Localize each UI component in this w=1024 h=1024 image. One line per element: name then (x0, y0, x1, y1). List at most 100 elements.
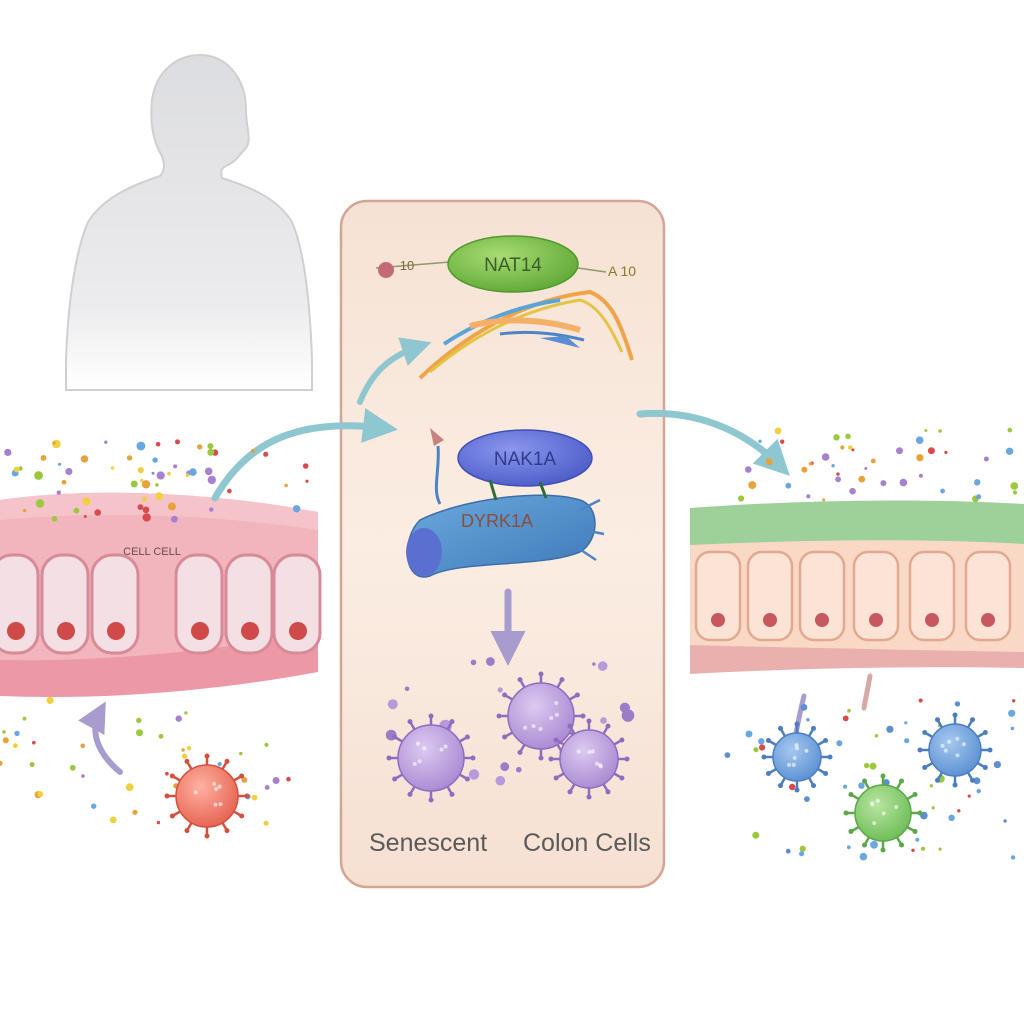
arrow-to-nat-complex (357, 337, 432, 405)
particle (263, 451, 269, 457)
particle (137, 504, 144, 510)
particle (56, 490, 61, 495)
particle (918, 698, 923, 703)
particle (156, 471, 165, 480)
nat14-label: NAT14 (484, 255, 542, 276)
particle (1003, 819, 1007, 823)
dyrk-complex (406, 428, 605, 578)
tissue-cell (908, 550, 956, 642)
particle (724, 752, 731, 758)
tissue-cell (90, 553, 140, 655)
particle (821, 453, 830, 461)
arrow-right-tissue-down-2 (861, 673, 873, 711)
particle (1005, 447, 1014, 455)
particle (799, 845, 806, 852)
particle (305, 479, 309, 483)
dyrk1a-label: DYRK1A (461, 511, 533, 531)
particle (486, 657, 495, 666)
particle (799, 851, 805, 857)
particle (1012, 699, 1016, 703)
particle (32, 740, 36, 745)
particle (387, 699, 398, 710)
particle (35, 499, 45, 508)
particle (758, 738, 765, 745)
particle (142, 513, 151, 522)
particle (765, 458, 773, 466)
particle (207, 448, 215, 456)
particle (921, 846, 926, 851)
healthy-colon-tissue (690, 500, 1024, 674)
particle (23, 508, 27, 513)
human-silhouette-icon (65, 53, 313, 391)
particle (156, 820, 161, 825)
particle (136, 717, 142, 724)
particle (745, 466, 752, 473)
particle (130, 480, 138, 488)
particle (954, 701, 961, 707)
virus-icon (386, 713, 476, 803)
particle (864, 467, 868, 470)
particle (785, 482, 792, 489)
particle (167, 502, 176, 511)
particle (51, 516, 58, 522)
particle (1007, 427, 1013, 433)
particle (141, 480, 151, 489)
particle (110, 466, 115, 470)
tissue-label: CELL CELL (123, 546, 181, 558)
particle (167, 471, 171, 476)
particle (181, 753, 188, 759)
particle (745, 730, 753, 738)
particle (52, 441, 56, 445)
particle (924, 429, 928, 432)
particle (13, 466, 20, 473)
tissue-cell (746, 550, 794, 642)
particle (404, 686, 410, 692)
particle (831, 464, 835, 468)
particle (152, 457, 158, 463)
particle (899, 478, 908, 487)
particle (69, 764, 76, 771)
particle (207, 443, 214, 450)
caption-colon-cells: Colon Cells (523, 829, 651, 857)
virus-icon (917, 712, 993, 788)
virus-icon (496, 671, 586, 761)
particle (495, 775, 506, 786)
particle (1010, 726, 1015, 731)
particle (957, 809, 961, 813)
particle (251, 448, 255, 453)
particle (264, 785, 270, 790)
particle (800, 704, 808, 711)
tissue-cell (798, 550, 846, 642)
particle (165, 771, 169, 776)
virus-icon (548, 718, 630, 800)
particle (1010, 482, 1019, 490)
particle (470, 659, 477, 666)
particle (758, 439, 762, 443)
particle (738, 495, 745, 502)
particle (58, 462, 62, 466)
particle (967, 794, 971, 798)
particle (155, 483, 159, 487)
particle (759, 744, 766, 751)
particle (137, 467, 144, 474)
nak1a-label: NAK1A (494, 449, 557, 470)
particle (140, 478, 144, 483)
tissue-cell (964, 550, 1012, 642)
particle (843, 784, 848, 789)
particle (927, 447, 935, 455)
particle (915, 436, 924, 445)
particle (136, 729, 143, 737)
particle (859, 852, 868, 861)
caption-senescent: Senescent (369, 829, 488, 857)
particle (272, 777, 280, 784)
particle (264, 742, 269, 747)
particle (929, 784, 933, 788)
particle (833, 434, 840, 441)
particle (911, 848, 915, 852)
particle (944, 450, 948, 454)
particle (34, 471, 43, 480)
particle (141, 496, 147, 502)
tissue-cell (694, 550, 742, 642)
